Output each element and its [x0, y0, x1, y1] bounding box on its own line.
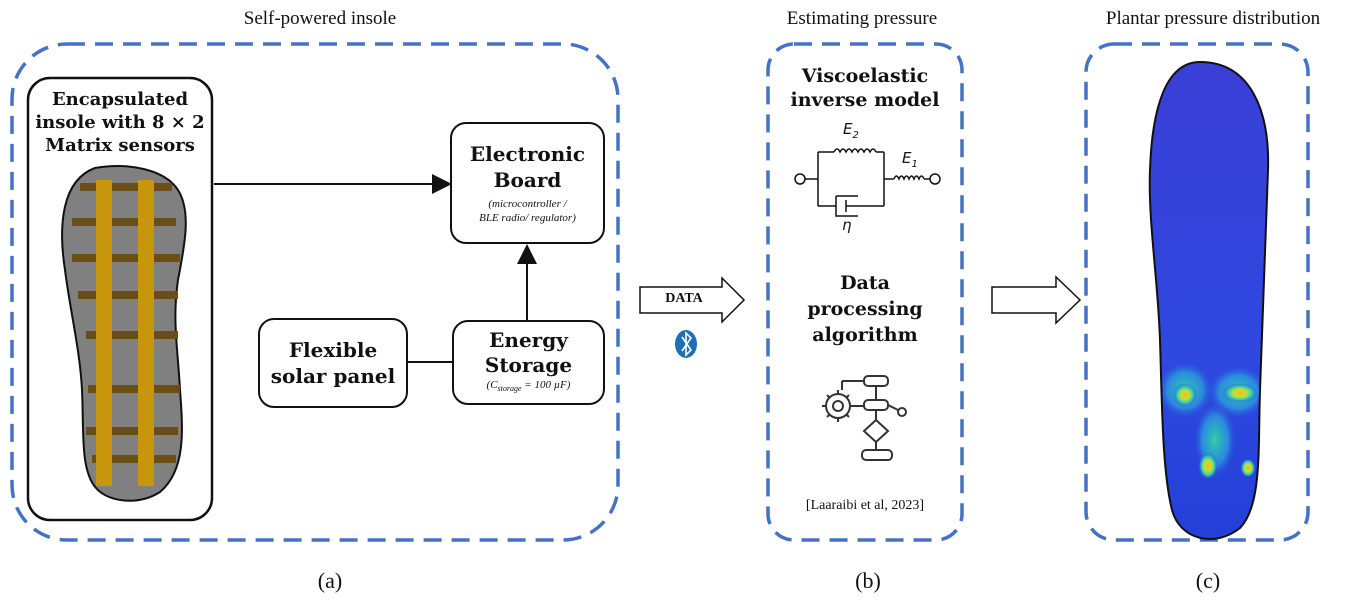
dashpot-icon — [835, 195, 884, 217]
section-a-title: Self-powered insole — [243, 8, 397, 29]
panel-label-b: (b) — [855, 568, 881, 593]
e1-label-sub: 1 — [911, 159, 918, 170]
viscoelastic-title-line1: Viscoelastic — [801, 65, 929, 87]
energy-storage-sub-prefix: (C — [486, 379, 498, 392]
data-arrow-label: DATA — [665, 291, 703, 306]
electronic-board-line2: Board — [493, 168, 562, 192]
insole-title-line2: insole with 8 × 2 — [35, 112, 205, 133]
flowchart-icon — [841, 375, 907, 461]
viscoelastic-title: Viscoelastic inverse model — [772, 64, 958, 112]
electronic-board-line1: Electronic — [469, 142, 586, 166]
result-block-arrow — [991, 275, 1082, 325]
electronic-board-box: Electronic Board (microcontroller / BLE … — [450, 122, 605, 244]
solar-panel-box: Flexible solar panel — [258, 318, 408, 408]
e2-label-letter: E — [843, 120, 853, 138]
e2-label-sub: 2 — [852, 130, 859, 141]
energy-storage-line1: Energy — [489, 328, 568, 353]
algorithm-title-line1: Data — [840, 272, 890, 294]
bluetooth-icon — [675, 330, 697, 358]
panel-b-border — [766, 42, 964, 542]
electronic-board-sub2: BLE radio/ regulator) — [479, 212, 576, 224]
electronic-board-sub1: (microcontroller / — [488, 198, 567, 210]
section-b-title: Estimating pressure — [786, 8, 938, 29]
algorithm-title: Data processing algorithm — [772, 270, 958, 348]
spring-icon — [833, 148, 877, 154]
panel-label-a: (a) — [317, 568, 343, 593]
insole-title-line1: Encapsulated — [51, 89, 189, 110]
insole-title: Encapsulated insole with 8 × 2 Matrix se… — [30, 88, 210, 157]
solar-panel-line1: Flexible — [288, 338, 378, 362]
panel-a-border — [10, 42, 620, 542]
energy-storage-sub-subscript: storage — [497, 384, 522, 394]
panel-c-border — [1084, 42, 1310, 542]
reference-citation: [Laaraibi et al, 2023] — [805, 498, 925, 513]
solar-panel-line2: solar panel — [270, 364, 396, 388]
eta-label: η — [842, 216, 852, 234]
e1-label-letter: E — [902, 149, 912, 167]
gear-icon — [822, 390, 854, 422]
algorithm-title-line3: algorithm — [812, 324, 918, 346]
algorithm-title-line2: processing — [807, 298, 923, 320]
section-c-title: Plantar pressure distribution — [1105, 8, 1321, 29]
e2-label: E2 — [843, 120, 859, 141]
energy-storage-sub: (Cstorage = 100 µF) — [487, 378, 571, 396]
insole-title-line3: Matrix sensors — [45, 135, 195, 156]
energy-storage-box: Energy Storage (Cstorage = 100 µF) — [452, 320, 605, 405]
energy-storage-sub-suffix: = 100 µF) — [521, 379, 571, 392]
pressure-heatmap — [1148, 60, 1270, 540]
viscoelastic-title-line2: inverse model — [790, 89, 940, 111]
panel-label-c: (c) — [1195, 568, 1221, 593]
energy-storage-line2: Storage — [484, 353, 573, 378]
data-block-arrow — [639, 276, 746, 324]
viscoelastic-schematic — [794, 148, 941, 217]
e1-label: E1 — [902, 149, 918, 170]
insole-icon — [61, 165, 187, 502]
